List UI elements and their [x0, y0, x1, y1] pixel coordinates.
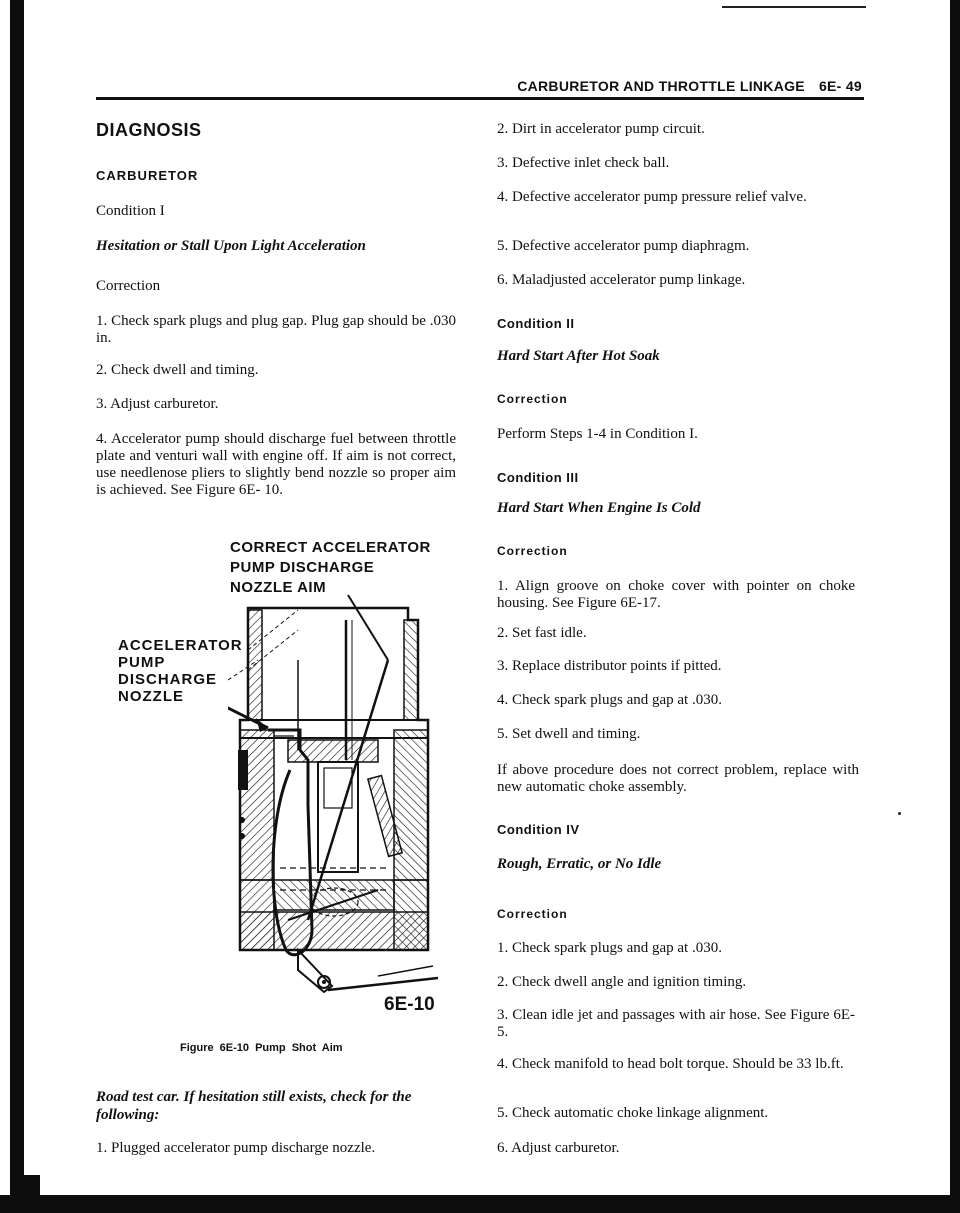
step-item: 2. Check dwell and timing.	[96, 362, 259, 378]
header-rule	[96, 97, 864, 100]
label-line: DISCHARGE	[118, 671, 218, 688]
subsection-heading: CARBURETOR	[96, 168, 199, 183]
step-item: 2. Set fast idle.	[497, 625, 587, 641]
note-text: If above procedure does not correct prob…	[497, 762, 859, 795]
correction-label: Correction	[96, 278, 161, 294]
step-item: 1. Plugged accelerator pump discharge no…	[96, 1140, 376, 1156]
condition-title: Rough, Erratic, or No Idle	[497, 856, 662, 872]
correction-label: Correction	[497, 392, 568, 406]
correction-label: Correction	[497, 544, 568, 558]
scan-border-bottom	[0, 1195, 960, 1213]
road-test-note: Road test car. If hesitation still exist…	[96, 1089, 412, 1123]
header-title: CARBURETOR AND THROTTLE LINKAGE	[517, 78, 805, 94]
section-heading: DIAGNOSIS	[96, 120, 202, 140]
condition-label: Condition I	[96, 203, 165, 219]
step-item: 4. Defective accelerator pump pressure r…	[497, 189, 807, 205]
step-item: 4. Check spark plugs and gap at .030.	[497, 692, 722, 708]
label-line: PUMP	[118, 654, 166, 671]
condition-title: Hesitation or Stall Upon Light Accelerat…	[96, 238, 366, 254]
condition-label: Condition II	[497, 316, 575, 331]
step-item: 1. Check spark plugs and gap at .030.	[497, 940, 722, 956]
step-item: Perform Steps 1-4 in Condition I.	[497, 426, 698, 442]
scan-speck	[898, 812, 901, 815]
top-rule	[722, 6, 866, 8]
step-item: 3. Defective inlet check ball.	[497, 155, 670, 171]
callout-line: PUMP DISCHARGE	[230, 559, 375, 576]
condition-title: Hard Start When Engine Is Cold	[497, 500, 701, 516]
step-item: 2. Check dwell angle and ignition timing…	[497, 974, 747, 990]
step-item: 6. Maladjusted accelerator pump linkage.	[497, 272, 746, 288]
figure-callout: CORRECT ACCELERATOR PUMP DISCHARGE NOZZL…	[230, 538, 431, 598]
figure-tag: 6E-10	[384, 994, 435, 1015]
condition-label: Condition III	[497, 470, 579, 485]
scan-corner	[24, 1175, 40, 1195]
label-line: ACCELERATOR	[118, 637, 243, 654]
step-item: 3. Clean idle jet and passages with air …	[497, 1007, 855, 1040]
step-item: 4. Check manifold to head bolt torque. S…	[497, 1056, 844, 1072]
step-item: 1. Align groove on choke cover with poin…	[497, 578, 855, 611]
condition-title: Hard Start After Hot Soak	[497, 348, 660, 364]
correction-label: Correction	[497, 907, 568, 921]
step-item: 3. Replace distributor points if pitted.	[497, 658, 722, 674]
callout-line: NOZZLE AIM	[230, 579, 327, 596]
condition-label: Condition IV	[497, 822, 580, 837]
step-item: 5. Set dwell and timing.	[497, 726, 641, 742]
page-header: CARBURETOR AND THROTTLE LINKAGE 6E- 49	[96, 78, 862, 94]
step-item: 4. Accelerator pump should discharge fue…	[96, 431, 456, 498]
figure-part-label: ACCELERATOR PUMP DISCHARGE NOZZLE	[118, 637, 243, 705]
figure-caption: Figure 6E-10 Pump Shot Aim	[180, 1042, 343, 1054]
scan-border-left	[10, 0, 24, 1213]
step-item: 3. Adjust carburetor.	[96, 396, 219, 412]
callout-line: CORRECT ACCELERATOR	[230, 539, 431, 556]
label-line: NOZZLE	[118, 688, 184, 705]
step-item: 1. Check spark plugs and plug gap. Plug …	[96, 313, 456, 346]
step-item: 5. Defective accelerator pump diaphragm.	[497, 238, 750, 254]
scan-border-right	[950, 0, 960, 1213]
step-item: 6. Adjust carburetor.	[497, 1140, 620, 1156]
step-item: 5. Check automatic choke linkage alignme…	[497, 1105, 769, 1121]
step-item: 2. Dirt in accelerator pump circuit.	[497, 121, 705, 137]
carburetor-cutaway-diagram	[228, 594, 438, 994]
page-number: 6E- 49	[818, 78, 862, 94]
